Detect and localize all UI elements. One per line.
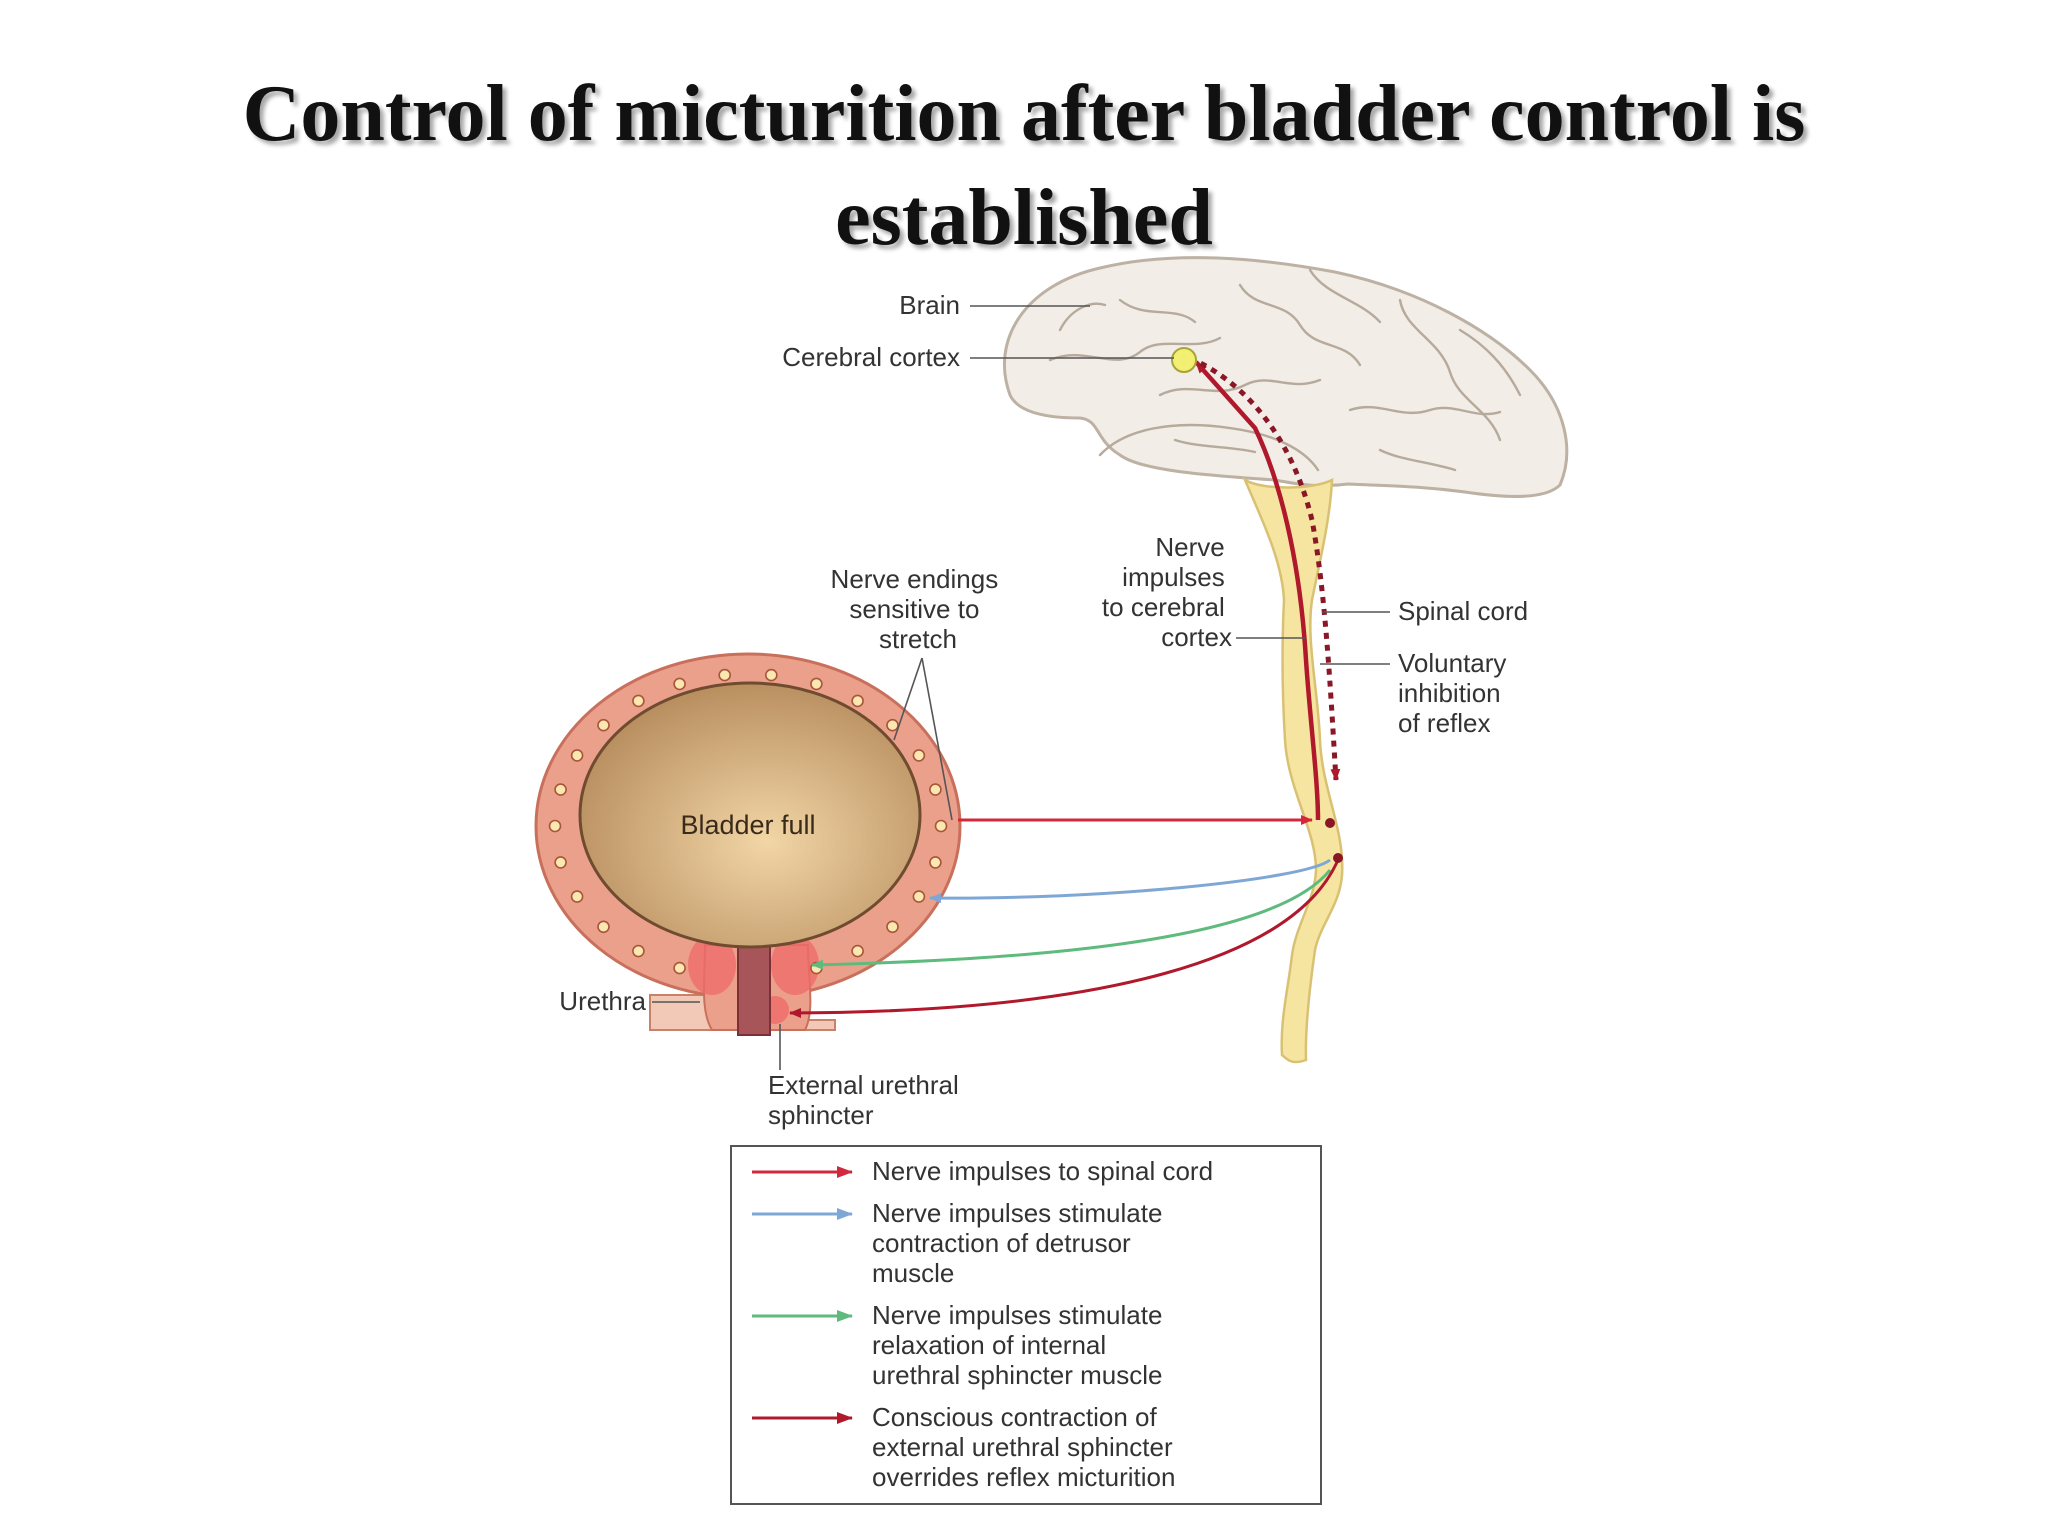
stretch-receptor-dot xyxy=(548,819,562,833)
arrow-cord-to-cortex xyxy=(1194,360,1321,821)
stretch-receptor-dot xyxy=(597,920,610,934)
brain xyxy=(1002,256,1569,498)
label-brain: Brain xyxy=(899,290,960,320)
label-nerve-endings: Nerve endings sensitive to stretch xyxy=(831,564,1006,654)
arrow-internal-sphincter xyxy=(811,869,1332,970)
stretch-receptor-dot xyxy=(718,668,732,682)
stretch-receptor-dot xyxy=(886,920,899,934)
stretch-receptor-dot xyxy=(851,694,864,708)
arrow-detrusor xyxy=(929,858,1331,904)
arrow-voluntary-inhibition xyxy=(1188,355,1341,781)
label-impulses-to-cortex: Nerve impulses to cerebral cortex xyxy=(1102,532,1232,652)
bladder-lumen xyxy=(578,681,922,949)
stretch-receptor-dot xyxy=(632,944,645,958)
cord-synapse-upper xyxy=(1325,818,1335,828)
stretch-receptor-dot xyxy=(673,677,686,691)
label-spinal-cord: Spinal cord xyxy=(1398,596,1528,626)
stretch-receptor-dot xyxy=(570,890,584,903)
stretch-receptor-dot xyxy=(851,944,864,958)
urethra-channel xyxy=(737,934,771,1036)
pathways xyxy=(789,347,1343,1018)
stretch-receptor-dot xyxy=(912,749,926,762)
internal-sphincter-right xyxy=(771,935,819,995)
stretch-receptor-dot xyxy=(929,783,942,796)
stretch-receptor-dot xyxy=(912,890,926,903)
label-urethra: Urethra xyxy=(559,986,646,1016)
label-cerebral-cortex: Cerebral cortex xyxy=(782,342,960,372)
stretch-receptor-dot xyxy=(673,961,686,975)
bladder xyxy=(534,652,962,1036)
stretch-receptor-dot xyxy=(810,677,823,691)
stretch-receptor-dot xyxy=(554,783,567,796)
internal-sphincter-left xyxy=(688,935,736,995)
stretch-receptor-dot xyxy=(764,668,778,682)
stretch-receptor-dot xyxy=(934,819,948,833)
leader-lines xyxy=(652,305,1390,1070)
label-bladder-full: Bladder full xyxy=(680,810,815,840)
slide-title: Control of micturition after bladder con… xyxy=(0,62,2048,270)
stretch-receptor-dot xyxy=(570,749,584,762)
leader-nerve-endings-b xyxy=(921,657,953,821)
stretch-receptor-dot xyxy=(597,718,610,732)
legend-label-1: Nerve impulses to spinal cord xyxy=(872,1156,1213,1186)
stretch-receptor-dot xyxy=(929,856,942,869)
label-voluntary-inhibition: Voluntary inhibition of reflex xyxy=(1398,648,1514,738)
label-external-sphincter: External urethral sphincter xyxy=(768,1070,966,1130)
arrow-external-sphincter xyxy=(789,854,1342,1018)
stretch-receptor-dots xyxy=(548,668,948,975)
title-line-2: established xyxy=(835,174,1213,262)
title-line-1: Control of micturition after bladder con… xyxy=(242,70,1806,158)
stretch-receptor-dot xyxy=(554,856,567,869)
stretch-receptor-dot xyxy=(632,694,645,708)
cerebral-cortex-node xyxy=(1171,347,1197,373)
stretch-receptor-dot xyxy=(886,718,899,732)
cord-synapse-lower xyxy=(1333,853,1343,863)
legend-box xyxy=(730,1145,1322,1505)
leader-nerve-endings-a xyxy=(893,657,923,741)
spinal-cord xyxy=(1242,477,1344,1064)
